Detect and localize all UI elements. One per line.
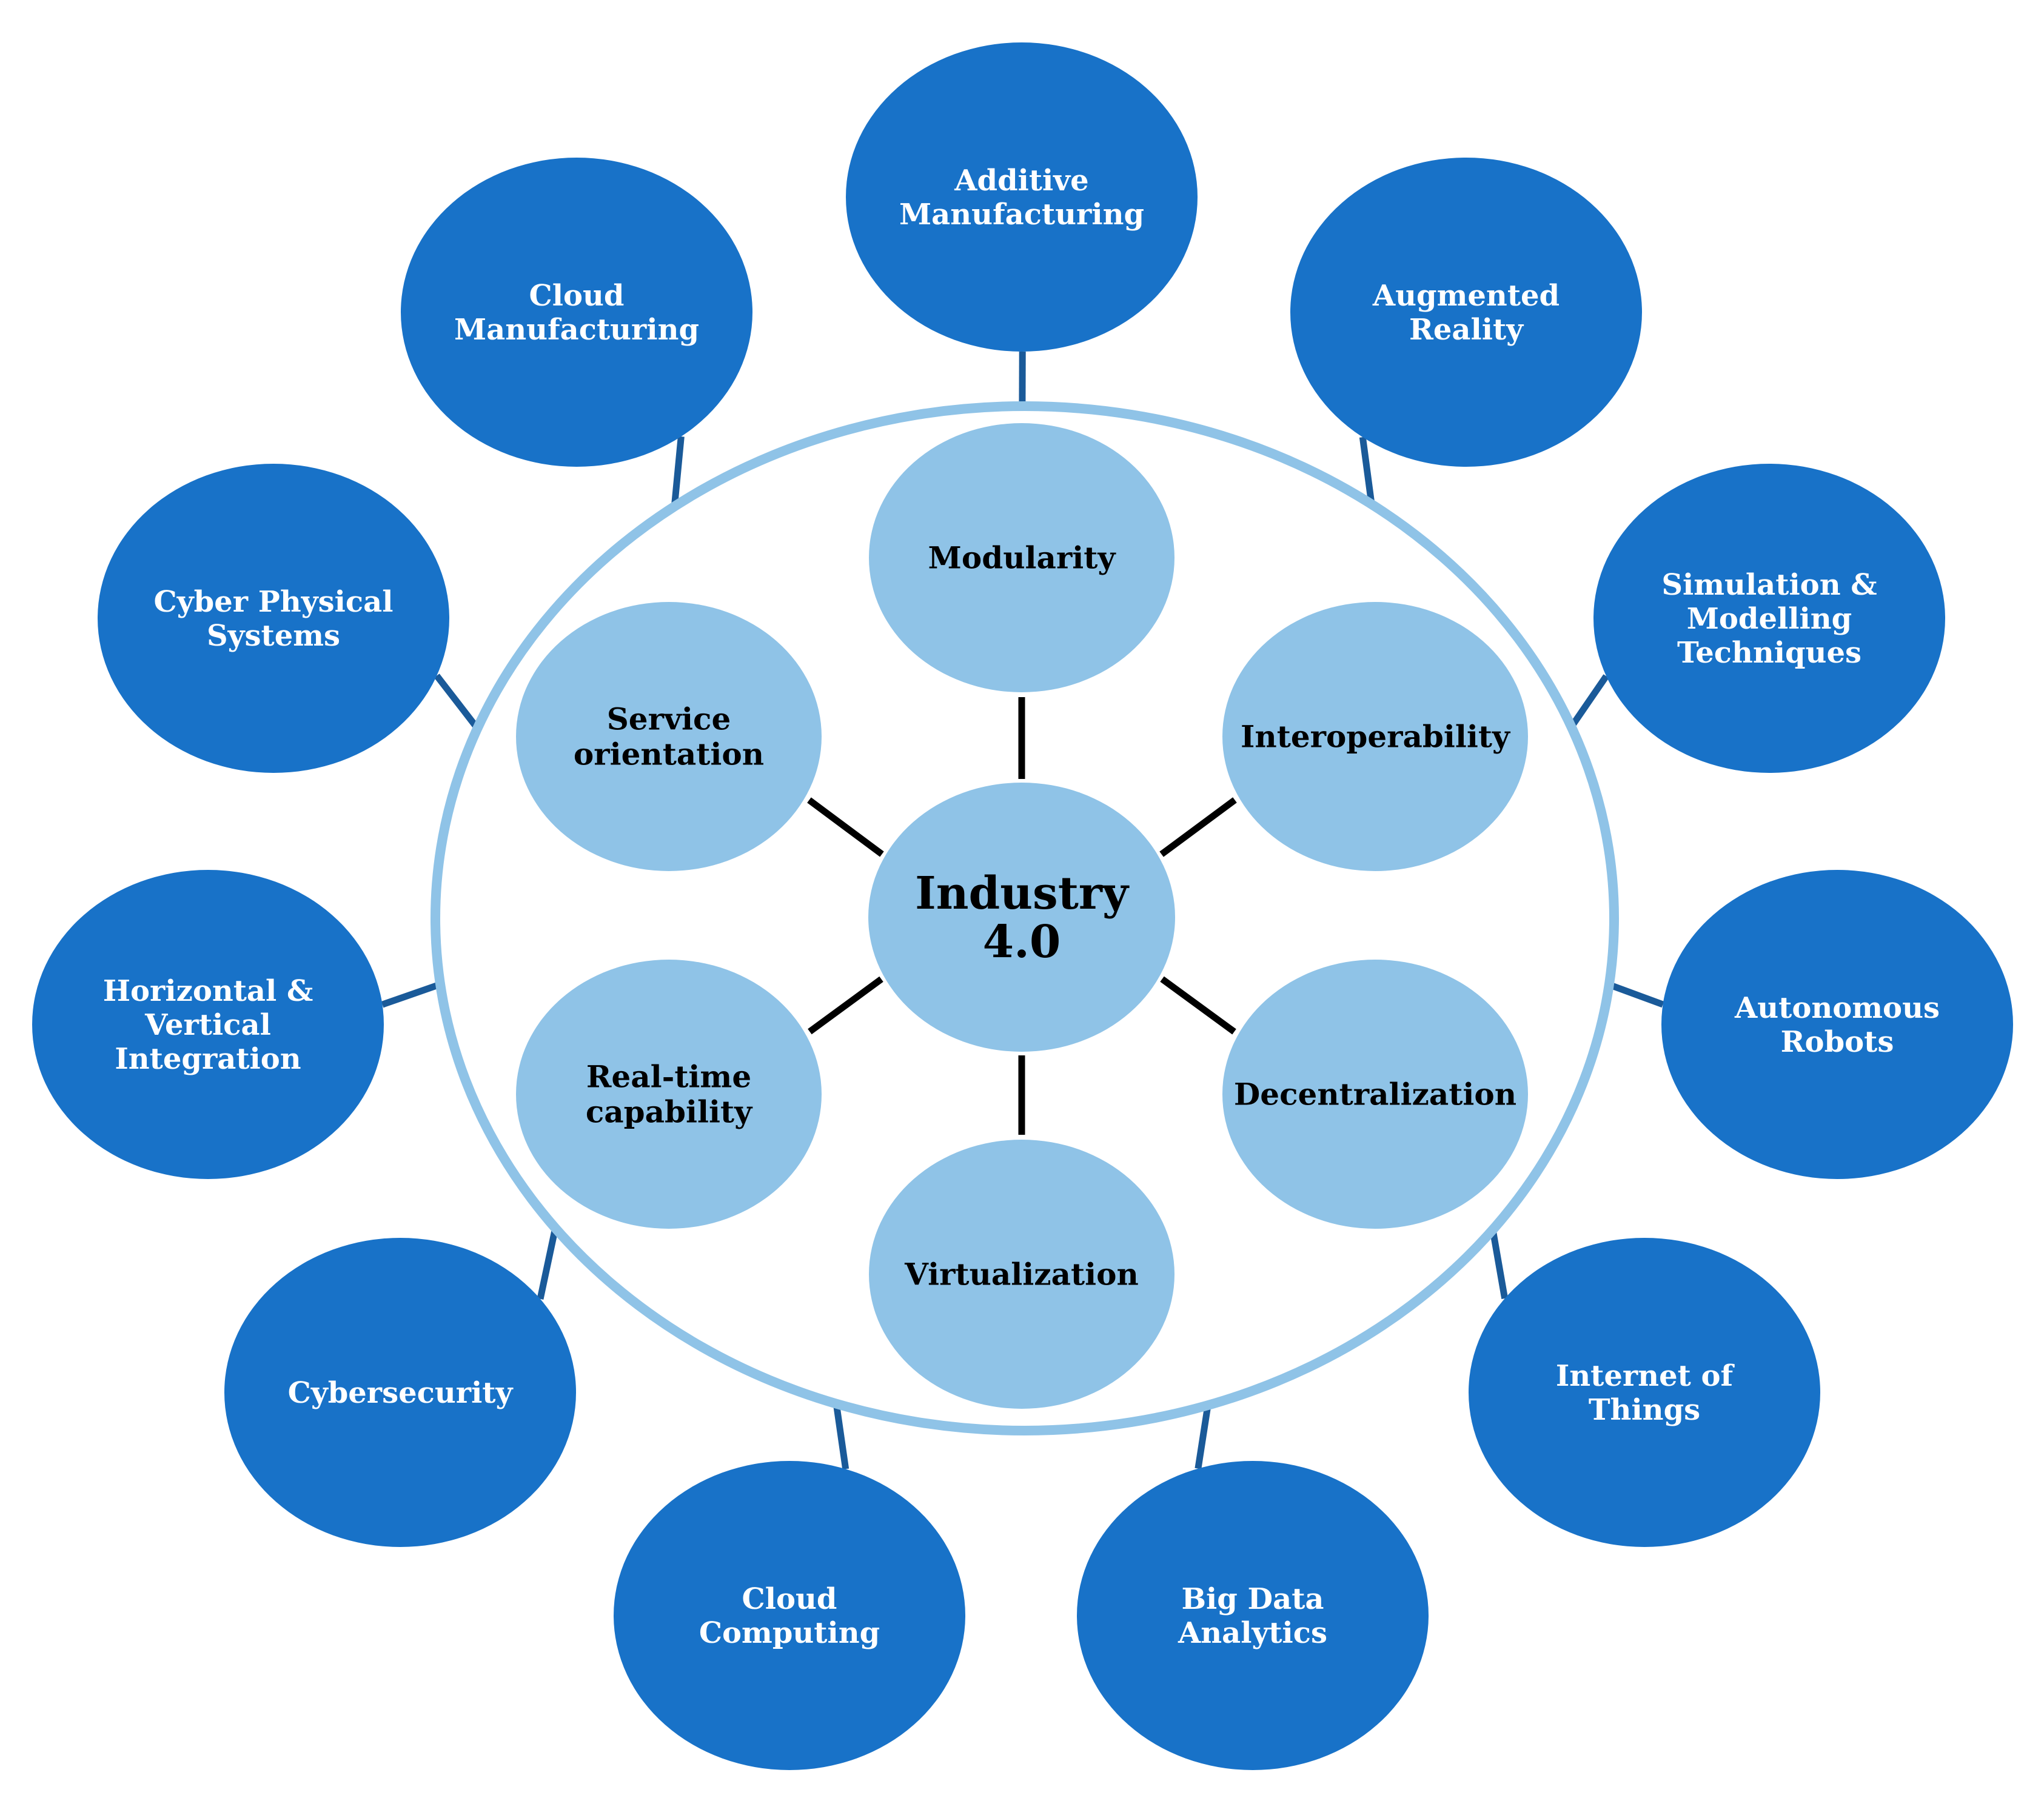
principle-service-orientation-shape <box>516 602 822 871</box>
technology-cyber-physical-systems-label-line: Systems <box>207 619 340 653</box>
connector-cybersecurity <box>537 1227 559 1300</box>
connector-cloud-manufacturing <box>671 436 685 507</box>
connector-big-data-analytics <box>1195 1405 1211 1469</box>
technology-internet-of-things-label-line: Things <box>1589 1393 1700 1427</box>
center-industry-4-shape <box>868 783 1175 1052</box>
technology-cloud-computing-label-line: Cloud <box>742 1582 837 1616</box>
technology-augmented-reality-label-line: Augmented <box>1372 279 1560 313</box>
technology-cloud-manufacturing-shape <box>401 158 752 467</box>
technology-simulation-and-modelling-techniques-label-line: Techniques <box>1677 636 1861 670</box>
technology-big-data-analytics-label-line: Analytics <box>1178 1616 1327 1650</box>
principle-virtualization-label-line: Virtualization <box>904 1257 1139 1292</box>
center-industry-4-label-line: 4.0 <box>983 916 1061 968</box>
technology-autonomous-robots-label-line: Autonomous <box>1734 991 1940 1025</box>
technology-autonomous-robots-shape <box>1661 870 2013 1179</box>
principle-decentralization-shape <box>1222 960 1528 1229</box>
technology-horizontal-and-vertical-integration-label-line: Integration <box>115 1042 301 1076</box>
diagram-nodes: AdditiveManufacturingAugmentedRealitySim… <box>32 42 2013 1770</box>
technology-big-data-analytics-label-line: Big Data <box>1181 1582 1324 1616</box>
spoke-decentralization <box>1160 976 1236 1035</box>
technology-simulation-and-modelling-techniques-label-line: Modelling <box>1687 602 1852 636</box>
technology-cyber-physical-systems-shape <box>98 464 449 773</box>
technology-additive-manufacturing-shape <box>846 42 1198 352</box>
technology-cloud-computing-label-line: Computing <box>699 1616 880 1650</box>
technology-additive-manufacturing-label-line: Manufacturing <box>899 198 1144 232</box>
connector-augmented-reality <box>1359 436 1375 505</box>
technology-cyber-physical-systems-label-line: Cyber Physical <box>154 585 394 619</box>
technology-cloud-manufacturing-label-line: Cloud <box>529 279 625 313</box>
connector-cyber-physical-systems <box>434 673 480 730</box>
principle-modularity-label-line: Modularity <box>928 540 1117 576</box>
principle-interoperability: Interoperability <box>1222 602 1528 871</box>
spoke-service-orientation <box>807 797 884 857</box>
principle-modularity: Modularity <box>869 423 1174 692</box>
principle-interoperability-label-line: Interoperability <box>1241 719 1511 755</box>
technology-cybersecurity-label-line: Cybersecurity <box>288 1376 514 1410</box>
technology-horizontal-and-vertical-integration-label-line: Horizontal & <box>103 974 313 1008</box>
inner-connectors <box>807 697 1237 1135</box>
technology-horizontal-and-vertical-integration-shape <box>32 870 384 1179</box>
connector-autonomous-robots <box>1607 981 1664 1008</box>
principle-decentralization-label-line: Decentralization <box>1234 1077 1516 1112</box>
technology-augmented-reality-shape <box>1290 158 1642 467</box>
principle-real-time-capability-label-line: capability <box>586 1094 753 1130</box>
principle-virtualization: Virtualization <box>869 1140 1174 1409</box>
technology-simulation-and-modelling-techniques-shape <box>1593 464 1945 773</box>
connector-simulation-and-modelling-techniques <box>1568 674 1609 729</box>
technology-big-data-analytics-shape <box>1077 1461 1429 1770</box>
center-industry-4-label-line: Industry <box>915 867 1130 920</box>
spoke-real-time-capability <box>808 976 883 1035</box>
technology-autonomous-robots-label-line: Robots <box>1781 1025 1894 1059</box>
technology-cloud-computing-shape <box>614 1461 965 1770</box>
technology-cybersecurity: Cybersecurity <box>224 1238 576 1547</box>
spoke-interoperability <box>1159 797 1237 857</box>
technology-simulation-and-modelling-techniques-label-line: Simulation & <box>1661 568 1877 602</box>
technology-internet-of-things-label-line: Internet of <box>1556 1359 1735 1393</box>
connector-horizontal-and-vertical-integration <box>381 981 441 1008</box>
principle-service-orientation-label-line: Service <box>607 701 731 737</box>
connector-internet-of-things <box>1489 1229 1509 1299</box>
technology-augmented-reality-label-line: Reality <box>1409 313 1524 347</box>
principle-real-time-capability-label-line: Real-time <box>586 1059 751 1095</box>
outer-connectors <box>381 351 1664 1470</box>
principle-real-time-capability-shape <box>516 960 822 1229</box>
core-ring <box>431 401 1619 1435</box>
principle-virtualization-shape <box>869 1140 1174 1409</box>
technology-additive-manufacturing-label-line: Additive <box>954 164 1088 198</box>
technology-cybersecurity-shape <box>224 1238 576 1547</box>
principle-interoperability-shape <box>1222 602 1528 871</box>
connector-cloud-computing <box>833 1403 849 1470</box>
technology-cloud-manufacturing-label-line: Manufacturing <box>454 313 699 347</box>
principle-service-orientation-label-line: orientation <box>574 737 764 772</box>
technology-internet-of-things-shape <box>1469 1238 1820 1547</box>
principle-decentralization: Decentralization <box>1222 960 1528 1229</box>
technology-horizontal-and-vertical-integration-label-line: Vertical <box>144 1008 271 1042</box>
principle-modularity-shape <box>869 423 1174 692</box>
